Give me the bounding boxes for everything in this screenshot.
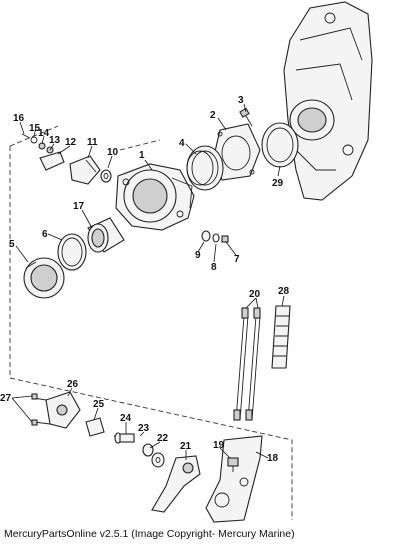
callout-20: 20 (249, 289, 261, 300)
bolt-19 (227, 457, 239, 472)
callout-16: 16 (13, 113, 25, 124)
leader-lines (11, 103, 285, 460)
callout-25: 25 (93, 399, 105, 410)
callout-7: 7 (234, 254, 240, 265)
callout-13: 13 (49, 135, 61, 146)
adapter-17 (87, 217, 125, 253)
callout-1: 1 (139, 150, 145, 161)
gasket-29 (261, 122, 299, 168)
lever-26-assembly (31, 391, 81, 429)
callout-18: 18 (267, 453, 279, 464)
callout-15: 15 (29, 123, 41, 134)
flange-plate-2 (213, 123, 261, 181)
throttle-body-1 (115, 163, 195, 231)
callout-3: 3 (238, 95, 244, 106)
callout-11: 11 (87, 137, 98, 148)
callout-28: 28 (278, 286, 290, 297)
callout-5: 5 (9, 239, 15, 250)
clip-25 (85, 417, 105, 437)
callout-29: 29 (272, 178, 284, 189)
callout-9: 9 (195, 250, 201, 261)
seal-ring-4 (186, 145, 224, 191)
copyright-footer: MercuryPartsOnline v2.5.1 (Image Copyrig… (4, 528, 295, 540)
callout-4: 4 (179, 138, 185, 149)
washers-22-23 (142, 443, 165, 468)
callout-numbers: 1 2 3 4 5 6 7 8 9 10 11 12 13 14 15 16 1… (0, 95, 290, 464)
callout-12: 12 (65, 137, 77, 148)
stud-24 (113, 432, 135, 444)
fasteners-7-8-9 (201, 230, 229, 243)
manifold-housing (283, 1, 373, 201)
washer-10 (100, 169, 112, 183)
callout-10: 10 (107, 147, 119, 158)
callout-21: 21 (180, 441, 192, 452)
callout-23: 23 (138, 423, 150, 434)
callout-17: 17 (73, 201, 85, 212)
bolt-3 (239, 107, 253, 127)
callout-24: 24 (120, 413, 132, 424)
bracket-18 (205, 435, 263, 523)
callout-26: 26 (67, 379, 79, 390)
callout-27: 27 (0, 393, 12, 404)
sleeve-28 (271, 305, 291, 369)
lever-21 (151, 455, 201, 513)
callout-2: 2 (210, 110, 216, 121)
ring-6 (57, 233, 87, 271)
callout-6: 6 (42, 229, 48, 240)
sleeve-5 (23, 257, 65, 299)
callout-14: 14 (38, 128, 50, 139)
sensor-11 (69, 155, 101, 185)
callout-22: 22 (157, 433, 169, 444)
callout-19: 19 (213, 440, 225, 451)
cables-20 (233, 307, 261, 421)
callout-8: 8 (211, 262, 217, 273)
